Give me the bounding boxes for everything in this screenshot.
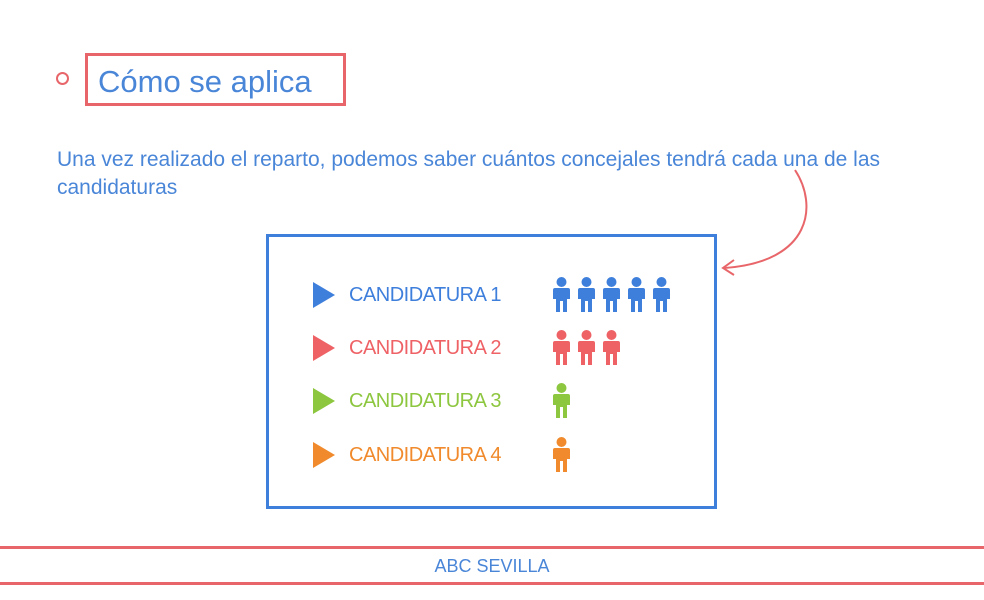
footer-divider-top <box>0 546 984 549</box>
candidatura-label: CANDIDATURA 1 <box>349 283 502 306</box>
concejales-icons <box>552 277 671 313</box>
heading-box: Cómo se aplica <box>85 53 346 106</box>
candidatura-row: CANDIDATURA 1 <box>313 277 671 313</box>
person-icon <box>578 277 595 312</box>
person-icon <box>553 330 570 365</box>
footer-text: ABC SEVILLA <box>434 556 550 576</box>
concejales-icons <box>552 437 571 473</box>
triangle-icon <box>313 388 335 414</box>
description-text: Una vez realizado el reparto, podemos sa… <box>57 148 881 199</box>
person-icon <box>553 383 570 418</box>
triangle-icon <box>313 282 335 308</box>
candidatura-row: CANDIDATURA 3 <box>313 383 571 419</box>
person-icon <box>553 437 570 472</box>
bullet-circle-icon <box>56 72 69 85</box>
page-title: Cómo se aplica <box>98 64 312 99</box>
candidaturas-box: CANDIDATURA 1 CANDIDATURA 2 CANDIDATURA … <box>266 234 717 509</box>
person-icon <box>653 277 670 312</box>
candidatura-label: CANDIDATURA 3 <box>349 389 502 412</box>
concejales-icons <box>552 383 571 419</box>
candidatura-row: CANDIDATURA 2 <box>313 330 621 366</box>
concejales-icons <box>552 330 621 366</box>
person-icon <box>553 277 570 312</box>
person-icon <box>603 277 620 312</box>
candidatura-row: CANDIDATURA 4 <box>313 437 571 473</box>
person-icon <box>603 330 620 365</box>
person-icon <box>628 277 645 312</box>
candidatura-label: CANDIDATURA 2 <box>349 336 502 359</box>
triangle-icon <box>313 335 335 361</box>
person-icon <box>578 330 595 365</box>
triangle-icon <box>313 442 335 468</box>
candidatura-label: CANDIDATURA 4 <box>349 443 502 466</box>
footer-divider-bottom <box>0 582 984 585</box>
